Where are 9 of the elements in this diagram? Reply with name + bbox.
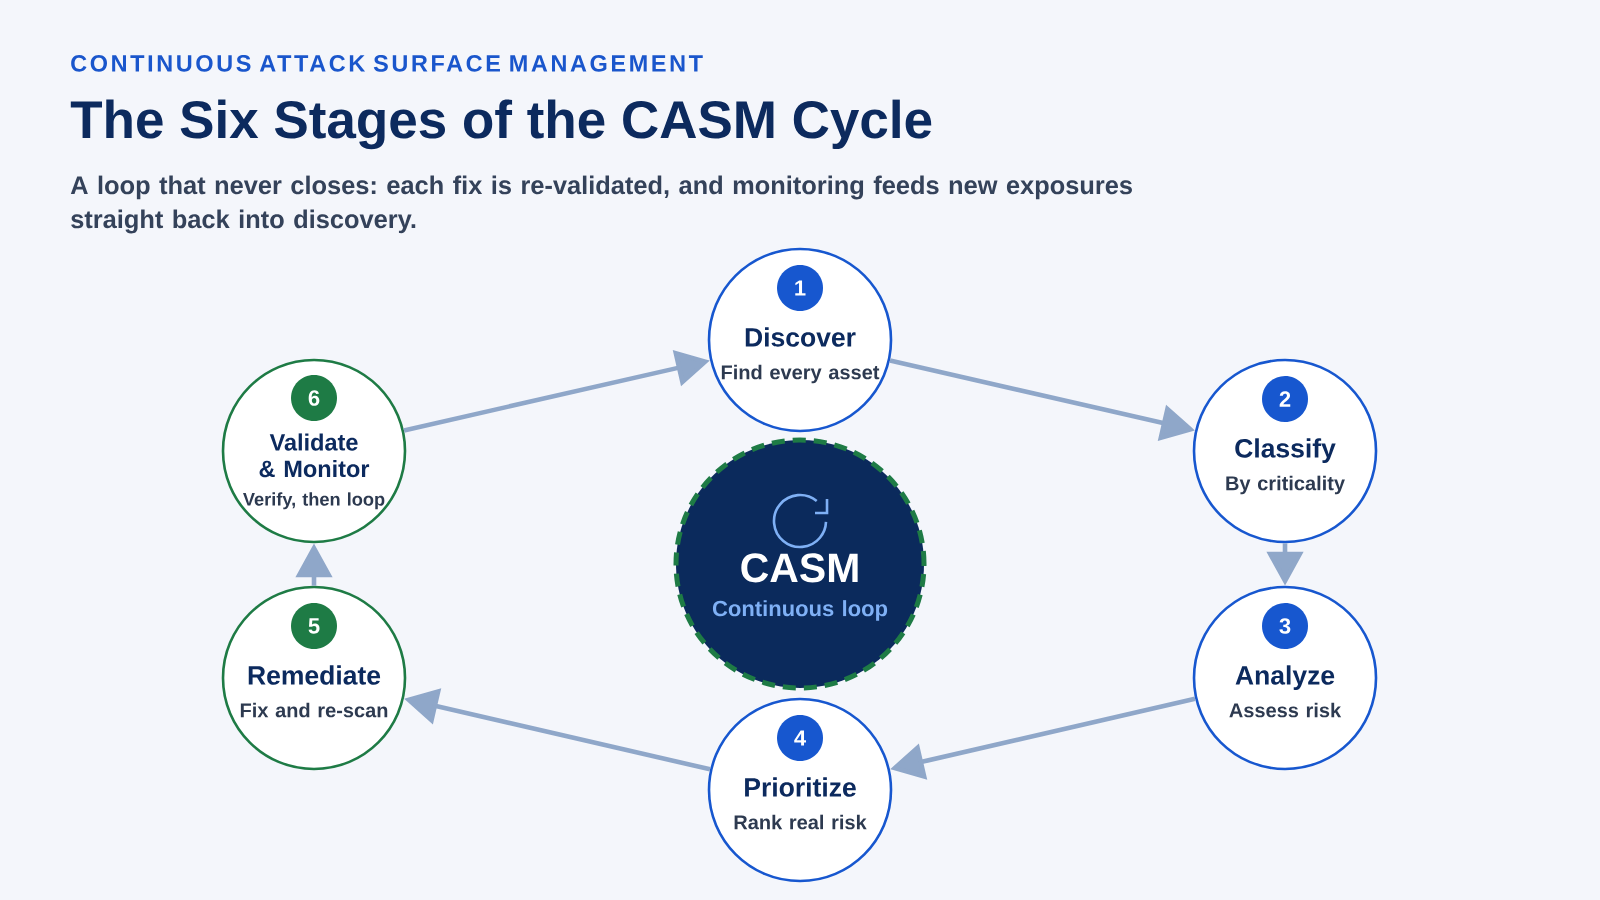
number-badge: 1 — [777, 265, 823, 311]
section-label: CONTINUOUS ATTACK SURFACE MANAGEMENT — [71, 55, 703, 72]
number-badge: 2 — [1262, 376, 1308, 422]
title: The Six Stages of the CASM Cycle — [70, 99, 932, 150]
number-badge: 3 — [1262, 603, 1308, 649]
number-badge: 5 — [291, 603, 337, 649]
subtitle: A loop that never closes: each fix is re-validated, and monitoring feeds new exposures straight back into discovery. — [70, 175, 1132, 234]
number-badge: 6 — [291, 375, 337, 421]
number-badge: 4 — [777, 715, 823, 761]
